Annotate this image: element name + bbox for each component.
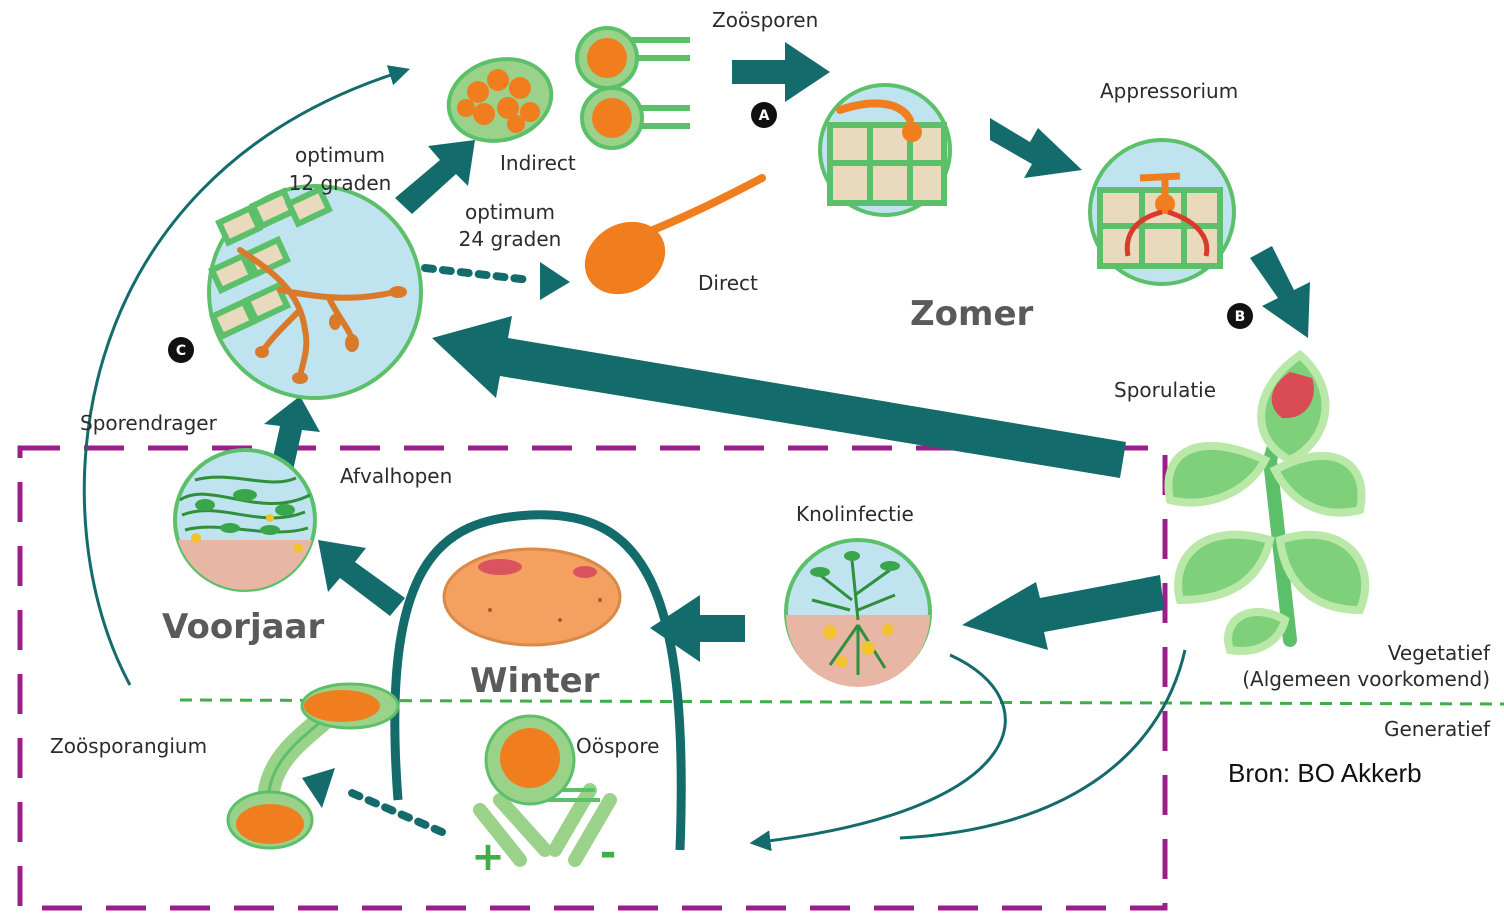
label-optimum-12-line1: optimum: [295, 143, 385, 167]
label-afvalhopen: Afvalhopen: [340, 464, 452, 488]
arrow-plant-to-sporangium-big: [432, 316, 1126, 478]
label-knolinfectie: Knolinfectie: [796, 502, 914, 526]
arrow-plant-to-knolinfectie: [962, 575, 1164, 650]
dotted-arrow-oospore-to-zoosporangium: [302, 768, 442, 832]
marker-a: A: [751, 102, 777, 128]
arrow-sporangium-to-zoospores: [395, 140, 475, 214]
indirect-zoosporangium: [439, 48, 560, 152]
label-appressorium: Appressorium: [1100, 79, 1238, 103]
sporangium-circle: [209, 186, 421, 398]
afvalhopen-circle: [175, 450, 315, 590]
label-indirect: Indirect: [500, 151, 576, 175]
dotted-arrow-direct: [425, 262, 570, 300]
label-plus: +: [471, 834, 505, 880]
season-winter: Winter: [470, 661, 600, 701]
infection-circle: [820, 85, 950, 215]
label-minus: -: [600, 830, 617, 876]
label-sporendrager: Sporendrager: [80, 411, 218, 435]
appressorium-circle: [1090, 140, 1234, 284]
label-optimum-24-line1: optimum: [465, 200, 555, 224]
arrow-appressorium-to-sporulation: [1250, 246, 1310, 338]
zoosporangium-figure: [228, 684, 398, 848]
season-voorjaar: Voorjaar: [162, 607, 324, 647]
svg-text:B: B: [1235, 309, 1246, 325]
marker-b: B: [1227, 303, 1253, 329]
label-vegetatief-line1: Vegetatief: [1388, 641, 1491, 665]
label-oospore: Oöspore: [576, 734, 659, 758]
source-credit: Bron: BO Akkerb: [1228, 758, 1422, 788]
season-zomer: Zomer: [910, 294, 1033, 334]
label-optimum-24-line2: 24 graden: [459, 227, 562, 251]
label-vegetatief-line2: (Algemeen voorkomend): [1242, 667, 1490, 691]
thin-arrow-plant-to-oospore: [900, 650, 1185, 838]
label-optimum-12-line2: 12 graden: [289, 171, 392, 195]
knolinfectie-circle: [786, 540, 930, 687]
svg-text:A: A: [759, 108, 770, 124]
svg-text:C: C: [176, 343, 186, 359]
label-direct: Direct: [698, 271, 758, 295]
label-sporulatie: Sporulatie: [1114, 378, 1216, 402]
arrow-infection-to-appressorium: [990, 118, 1082, 178]
label-generatief: Generatief: [1384, 717, 1491, 741]
thin-arrow-knolinfectie-to-oospore: [760, 655, 1005, 842]
label-zoosporangium: Zoösporangium: [50, 734, 207, 758]
potato-tuber: [444, 549, 620, 645]
label-zoosporen: Zoösporen: [712, 8, 818, 32]
arrow-zoospores-to-infection: [732, 42, 830, 102]
indirect-sporangia-stalks: [577, 28, 690, 148]
marker-c: C: [168, 337, 194, 363]
arrow-winter-to-voorjaar: [318, 540, 405, 616]
